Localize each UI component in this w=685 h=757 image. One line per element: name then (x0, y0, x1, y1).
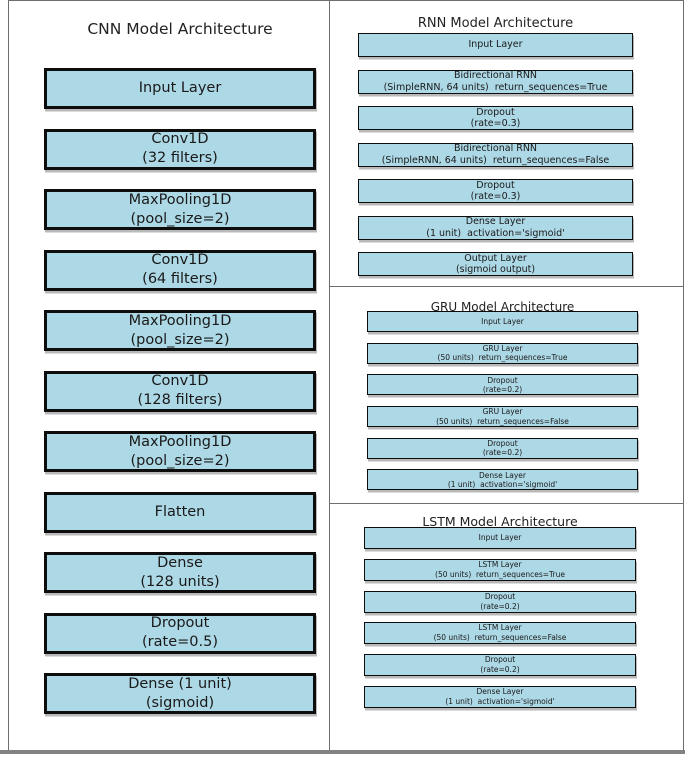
cnn-box-flatten: Flatten (44, 491, 316, 533)
cnn-title: CNN Model Architecture (87, 20, 273, 38)
layer-sublabel: (rate=0.2) (482, 448, 523, 458)
rnn-layer-stack: Input Layer Bidirectional RNN (SimpleRNN… (358, 33, 633, 276)
layer-sublabel: (50 units) return_sequences=True (435, 569, 565, 579)
layer-label: Dropout (487, 375, 518, 385)
layer-sublabel: (SimpleRNN, 64 units) return_sequences=T… (383, 81, 608, 93)
layer-label: Input Layer (138, 80, 222, 96)
gru-box-dense: Dense Layer (1 unit) activation='sigmoid… (367, 469, 638, 491)
rnn-box-dropout-2: Dropout (rate=0.3) (358, 179, 633, 203)
layer-label: Dense Layer (479, 470, 526, 480)
layer-sublabel: (rate=0.5) (142, 634, 218, 650)
lstm-box-input-layer: Input Layer (364, 527, 636, 549)
layer-label: Dropout (487, 438, 518, 448)
layer-label: Dropout (476, 179, 515, 191)
gru-box-gru-1: GRU Layer (50 units) return_sequences=Tr… (367, 342, 638, 364)
layer-sublabel: (rate=0.2) (480, 601, 520, 611)
cnn-box-maxpooling1d-1: MaxPooling1D (pool_size=2) (44, 189, 316, 230)
layer-label: Output Layer (464, 252, 527, 264)
lstm-box-lstm-2: LSTM Layer (50 units) return_sequences=F… (364, 622, 636, 645)
layer-sublabel: (rate=0.2) (480, 665, 520, 675)
layer-sublabel: (128 units) (140, 573, 220, 590)
gru-panel: GRU Model Architecture Input Layer GRU L… (329, 286, 684, 504)
cnn-layer-stack: Input Layer Conv1D (32 filters) MaxPooli… (44, 68, 316, 714)
layer-label: Bidirectional RNN (453, 70, 538, 81)
layer-sublabel: (1 unit) activation='sigmoid' (447, 479, 558, 489)
layer-sublabel: (rate=0.2) (482, 384, 523, 394)
layer-sublabel: (128 filters) (137, 392, 223, 408)
gru-title: GRU Model Architecture (430, 300, 575, 314)
gru-layer-stack: Input Layer GRU Layer (50 units) return_… (367, 311, 638, 491)
lstm-panel: LSTM Model Architecture Input Layer LSTM… (329, 503, 684, 751)
lstm-box-dropout-2: Dropout (rate=0.2) (364, 654, 636, 677)
layer-label: Conv1D (151, 252, 209, 268)
lstm-box-lstm-1: LSTM Layer (50 units) return_sequences=T… (364, 558, 636, 581)
cnn-box-dropout: Dropout (rate=0.5) (44, 612, 316, 654)
cnn-box-dense-128: Dense (128 units) (44, 552, 316, 593)
layer-sublabel: (1 unit) activation='sigmoid' (426, 227, 565, 239)
rnn-box-output-layer: Output Layer (sigmoid output) (358, 252, 633, 276)
rnn-box-dense: Dense Layer (1 unit) activation='sigmoid… (358, 215, 633, 240)
layer-label: Dropout (484, 655, 516, 665)
gru-box-dropout-1: Dropout (rate=0.2) (367, 374, 638, 396)
cnn-box-maxpooling1d-3: MaxPooling1D (pool_size=2) (44, 431, 316, 472)
layer-label: Conv1D (151, 131, 209, 147)
gru-box-gru-2: GRU Layer (50 units) return_sequences=Fa… (367, 406, 638, 428)
layer-label: Dense Layer (465, 216, 526, 227)
rnn-box-bidirectional-2: Bidirectional RNN (SimpleRNN, 64 units) … (358, 142, 633, 167)
layer-label: GRU Layer (482, 407, 523, 417)
layer-sublabel: (50 units) return_sequences=True (437, 353, 568, 363)
lstm-box-dropout-1: Dropout (rate=0.2) (364, 590, 636, 613)
layer-sublabel: (50 units) return_sequences=False (433, 633, 567, 643)
cnn-box-conv1d-128: Conv1D (128 filters) (44, 370, 316, 412)
cnn-box-input-layer: Input Layer (44, 68, 316, 109)
layer-label: GRU Layer (482, 343, 523, 353)
layer-sublabel: (SimpleRNN, 64 units) return_sequences=F… (381, 154, 610, 166)
cnn-box-conv1d-64: Conv1D (64 filters) (44, 249, 316, 291)
gru-box-dropout-2: Dropout (rate=0.2) (367, 437, 638, 459)
layer-label: Input Layer (468, 39, 523, 51)
layer-label: MaxPooling1D (128, 312, 232, 329)
layer-sublabel: (50 units) return_sequences=False (436, 416, 569, 426)
layer-sublabel: (pool_size=2) (130, 452, 230, 469)
layer-label: Dropout (150, 615, 210, 631)
lstm-layer-stack: Input Layer LSTM Layer (50 units) return… (364, 527, 636, 708)
layer-label: Dropout (476, 106, 515, 118)
layer-label: LSTM Layer (478, 559, 522, 569)
layer-sublabel: (pool_size=2) (130, 210, 230, 227)
layer-sublabel: (rate=0.3) (470, 191, 521, 202)
cnn-panel: CNN Model Architecture Input Layer Conv1… (8, 0, 330, 751)
layer-label: Conv1D (151, 373, 209, 389)
layer-sublabel: (32 filters) (142, 150, 218, 166)
layer-label: Input Layer (478, 533, 522, 542)
layer-label: Dense (157, 554, 203, 571)
cnn-box-dense-output: Dense (1 unit) (sigmoid) (44, 673, 316, 714)
layer-label: Dense (1 unit) (128, 675, 232, 692)
layer-label: Flatten (154, 503, 206, 520)
layer-label: Bidirectional RNN (453, 143, 538, 154)
rnn-panel: RNN Model Architecture Input Layer Bidir… (329, 0, 684, 287)
rnn-box-dropout-1: Dropout (rate=0.3) (358, 106, 633, 130)
rnn-box-bidirectional-1: Bidirectional RNN (SimpleRNN, 64 units) … (358, 69, 633, 94)
layer-sublabel: (pool_size=2) (130, 331, 230, 348)
lstm-box-dense: Dense Layer (1 unit) activation='sigmoid… (364, 685, 636, 708)
layer-sublabel: (sigmoid output) (455, 264, 536, 275)
cnn-box-conv1d-32: Conv1D (32 filters) (44, 128, 316, 170)
rnn-title: RNN Model Architecture (417, 16, 574, 31)
layer-label: LSTM Layer (478, 623, 522, 633)
gru-box-input-layer: Input Layer (367, 311, 638, 332)
bottom-bar (0, 750, 685, 754)
layer-sublabel: (1 unit) activation='sigmoid' (445, 696, 555, 706)
layer-label: Dropout (484, 591, 516, 601)
layer-label: Dense Layer (476, 686, 524, 696)
layer-sublabel: (sigmoid) (145, 694, 215, 711)
layer-label: MaxPooling1D (128, 191, 232, 208)
cnn-box-maxpooling1d-2: MaxPooling1D (pool_size=2) (44, 310, 316, 351)
layer-sublabel: (rate=0.3) (470, 118, 521, 129)
layer-label: Input Layer (481, 316, 524, 326)
rnn-box-input-layer: Input Layer (358, 33, 633, 57)
layer-label: MaxPooling1D (128, 433, 232, 450)
layer-sublabel: (64 filters) (142, 271, 218, 287)
lstm-title: LSTM Model Architecture (422, 514, 578, 529)
